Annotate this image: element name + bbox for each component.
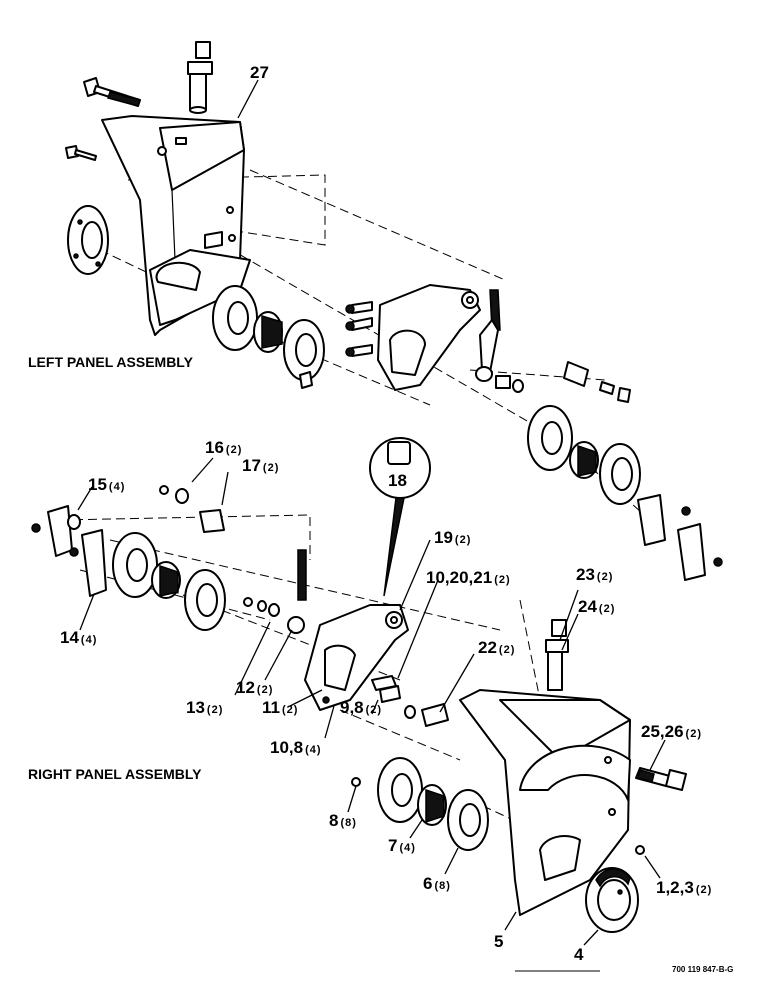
callout-9-8: 9,8(2) [340,698,382,717]
upper-right-brackets [637,494,723,581]
right-round-flange [585,867,639,933]
callout-6: 6(8) [423,874,451,893]
callout-15: 15(4) [88,475,125,494]
right-panel-assembly-label: RIGHT PANEL ASSEMBLY [28,766,202,782]
callout-8: 8(8) [329,811,357,830]
callout-13: 13(2) [186,698,223,717]
right-side-panel [459,689,631,916]
left-bearing-stack [212,285,325,389]
left-panel-assembly-label: LEFT PANEL ASSEMBLY [28,354,194,370]
callout-19: 19(2) [434,528,471,547]
callout-11: 11(2) [262,698,298,717]
callout-12: 12(2) [236,678,273,697]
callout-27: 27 [250,63,269,82]
left-side-panel [101,115,251,336]
right-panel-assembly: RIGHT PANEL ASSEMBLY [28,437,687,933]
drawing-code: 700 119 847-B-G [672,965,733,974]
callout-18: 18 [388,471,407,490]
callout-4: 4 [574,945,584,964]
callout-18-detail [369,437,431,597]
callout-10-20-21: 10,20,21(2) [426,568,511,587]
right-flange-bearing [112,532,226,631]
callout-5: 5 [494,932,503,951]
right-bottom-bearings [351,757,645,855]
callout-7: 7(4) [388,836,416,855]
callout-23: 23(2) [576,565,613,584]
left-top-bolt [187,41,213,114]
left-round-flange [67,205,109,275]
right-left-brackets [31,505,107,597]
callout-25-26: 25,26(2) [641,722,702,741]
left-long-bolt [83,77,141,107]
upper-right-bearing-stack [527,405,641,505]
callout-16: 16(2) [205,438,242,457]
callout-1-2-3: 1,2,3(2) [656,878,712,897]
left-panel-assembly: LEFT PANEL ASSEMBLY [28,41,723,581]
callout-labels: 27 18 16(2) 17(2) 15(4) 14(4) 19(2) 10,2… [60,63,712,964]
left-threaded-rod [475,289,631,403]
callout-22: 22(2) [478,638,515,657]
callout-leaders [77,79,666,946]
callout-14: 14(4) [60,628,97,647]
left-arm-plate [345,284,481,391]
right-arm-plate [304,604,409,711]
callout-24: 24(2) [578,597,615,616]
callout-10-8: 10,8(4) [270,738,322,757]
callout-17: 17(2) [242,456,279,475]
